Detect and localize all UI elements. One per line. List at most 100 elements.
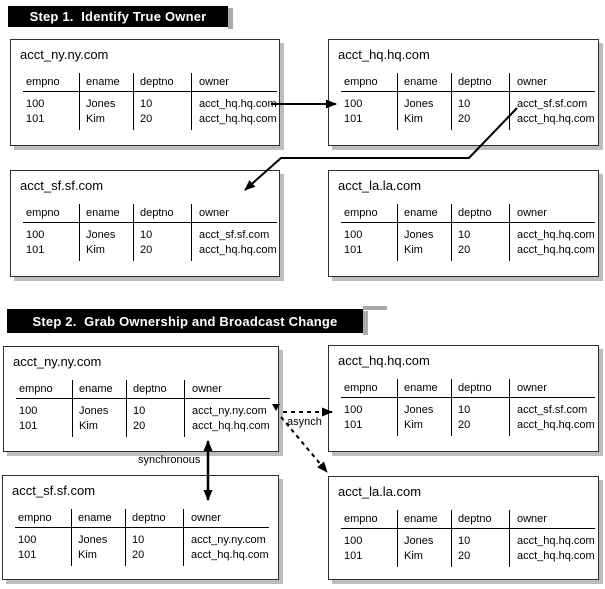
table-cell: Jones [397, 398, 451, 417]
table-cell: 10 [126, 399, 184, 418]
table-acct-ny-step2: acct_ny.ny.com empno ename deptno owner … [3, 346, 279, 452]
table-cell: acct_hq.hq.com [509, 111, 595, 130]
table-acct-la-step2: acct_la.la.com empno ename deptno owner … [328, 476, 599, 580]
column-header: owner [509, 510, 595, 529]
table-cell: acct_ny.ny.com [184, 399, 270, 418]
table-acct-hq-step2: acct_hq.hq.com empno ename deptno owner … [328, 345, 599, 452]
table-cell: 10 [451, 398, 509, 417]
column-header: owner [183, 509, 269, 528]
step1-header: Step 1. Identify True Owner [8, 6, 233, 29]
table-cell: Kim [79, 111, 133, 130]
table-cell: 10 [125, 528, 183, 547]
column-header: deptno [125, 509, 183, 528]
table-cell: 20 [451, 242, 509, 261]
table-cell: 101 [18, 549, 37, 561]
table-grid: empno ename deptno owner 100 Jones 10 ac… [16, 380, 270, 437]
table-grid: empno ename deptno owner 100 Jones 10 ac… [341, 510, 595, 567]
table-cell: Kim [397, 111, 451, 130]
column-header: deptno [133, 73, 191, 92]
table-title: acct_la.la.com [338, 178, 422, 193]
table-acct-hq-step1: acct_hq.hq.com empno ename deptno owner … [328, 39, 599, 146]
table-cell: 100 [26, 98, 45, 110]
column-header: ename [79, 204, 133, 223]
table-cell: Jones [72, 399, 126, 418]
table-cell: Jones [397, 223, 451, 242]
table-cell: 20 [451, 548, 509, 567]
table-cell: acct_hq.hq.com [191, 242, 277, 261]
table-cell: 101 [344, 244, 363, 256]
table-cell: 100 [344, 98, 363, 110]
table-grid: empno ename deptno owner 100 Jones 10 ac… [15, 509, 269, 566]
table-cell: 101 [344, 550, 363, 562]
table-cell: 100 [344, 404, 363, 416]
table-cell: Kim [397, 417, 451, 436]
table-cell: Jones [79, 223, 133, 242]
table-cell: acct_hq.hq.com [509, 242, 595, 261]
column-header: owner [191, 73, 277, 92]
table-cell: Kim [79, 242, 133, 261]
column-header: ename [397, 73, 451, 92]
table-cell: 20 [126, 418, 184, 437]
table-title: acct_la.la.com [338, 484, 422, 499]
table-cell: 101 [26, 244, 45, 256]
column-header: owner [509, 73, 595, 92]
table-cell: 10 [133, 92, 191, 111]
asynch-label: asynch [287, 416, 322, 428]
step1-header-label: Step 1. Identify True Owner [29, 9, 207, 24]
table-cell: acct_hq.hq.com [509, 529, 595, 548]
table-grid: empno ename deptno owner 100 Jones 10 ac… [341, 204, 595, 261]
table-cell: acct_hq.hq.com [509, 548, 595, 567]
synchronous-label: synchronous [138, 454, 201, 466]
table-cell: acct_hq.hq.com [509, 223, 595, 242]
table-cell: acct_ny.ny.com [183, 528, 269, 547]
column-header: owner [184, 380, 270, 399]
table-cell: 20 [451, 417, 509, 436]
column-header: empno [341, 510, 397, 529]
table-acct-ny-step1: acct_ny.ny.com empno ename deptno owner … [10, 39, 280, 146]
column-header: ename [397, 510, 451, 529]
table-title: acct_hq.hq.com [338, 353, 430, 368]
column-header: deptno [126, 380, 184, 399]
table-cell: 10 [451, 223, 509, 242]
step2-header-label: Step 2. Grab Ownership and Broadcast Cha… [32, 313, 338, 329]
table-cell: Jones [79, 92, 133, 111]
table-title: acct_ny.ny.com [20, 47, 109, 62]
table-acct-sf-step1: acct_sf.sf.com empno ename deptno owner … [10, 170, 280, 277]
table-grid: empno ename deptno owner 100 Jones 10 ac… [341, 73, 595, 130]
table-acct-sf-step2: acct_sf.sf.com empno ename deptno owner … [2, 475, 279, 580]
column-header: deptno [451, 379, 509, 398]
table-cell: 100 [18, 534, 37, 546]
column-header: empno [23, 73, 79, 92]
table-cell: Jones [397, 529, 451, 548]
table-cell: Jones [71, 528, 125, 547]
table-cell: 100 [19, 405, 38, 417]
table-cell: 20 [125, 547, 183, 566]
table-cell: Jones [397, 92, 451, 111]
table-cell: 20 [133, 242, 191, 261]
table-cell: Kim [71, 547, 125, 566]
column-header: empno [341, 204, 397, 223]
table-title: acct_sf.sf.com [12, 483, 96, 498]
column-header: ename [72, 380, 126, 399]
table-title: acct_ny.ny.com [13, 354, 102, 369]
column-header: ename [397, 204, 451, 223]
column-header: deptno [451, 204, 509, 223]
table-cell: acct_sf.sf.com [509, 92, 595, 111]
table-cell: 101 [344, 113, 363, 125]
table-cell: 10 [451, 529, 509, 548]
table-cell: 101 [19, 420, 38, 432]
table-cell: 20 [133, 111, 191, 130]
table-cell: 101 [344, 419, 363, 431]
column-header: owner [509, 204, 595, 223]
column-header: empno [23, 204, 79, 223]
table-grid: empno ename deptno owner 100 Jones 10 ac… [23, 204, 277, 261]
column-header: deptno [133, 204, 191, 223]
table-acct-la-step1: acct_la.la.com empno ename deptno owner … [328, 170, 599, 277]
column-header: owner [509, 379, 595, 398]
table-cell: acct_hq.hq.com [509, 417, 595, 436]
column-header: empno [341, 73, 397, 92]
table-cell: 20 [451, 111, 509, 130]
column-header: empno [16, 380, 72, 399]
step2-header-shadow [363, 306, 387, 310]
